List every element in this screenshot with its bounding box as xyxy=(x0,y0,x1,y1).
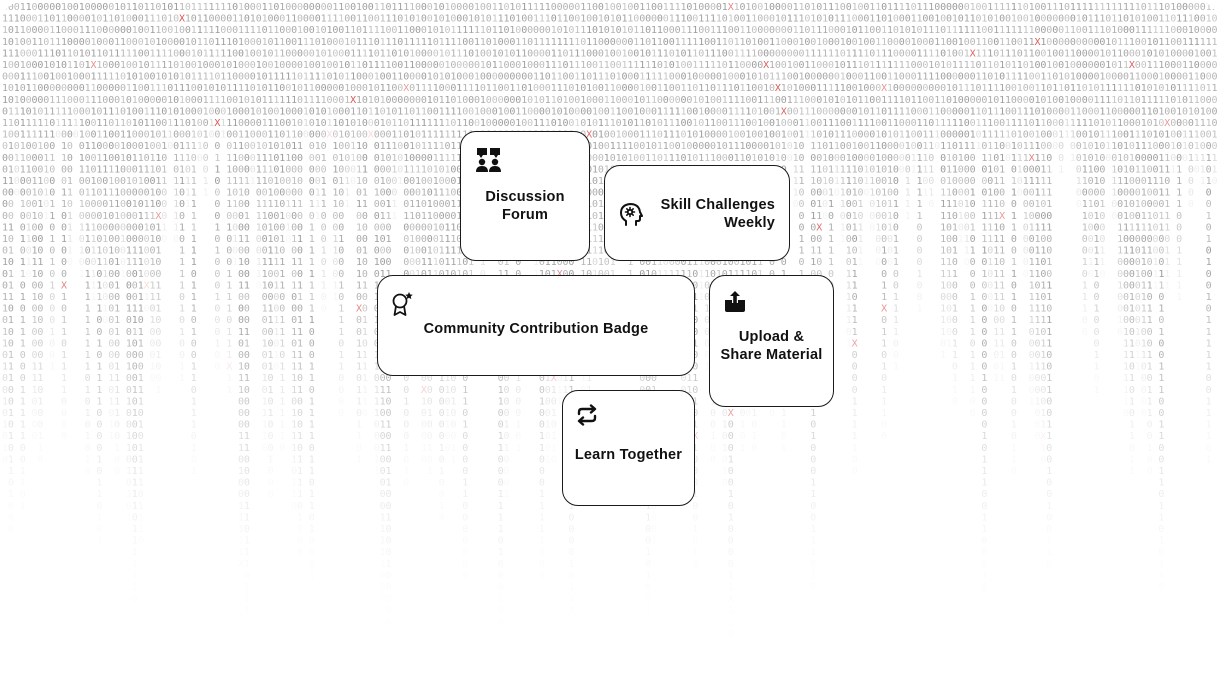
learn-together-card[interactable]: Learn Together xyxy=(562,390,695,506)
discussion-users-icon xyxy=(476,148,501,172)
upload-share-label: Upload & Share Material xyxy=(710,328,833,364)
learn-together-label: Learn Together xyxy=(563,446,694,464)
community-badge-card[interactable]: Community Contribution Badge xyxy=(377,275,695,376)
upload-share-icon xyxy=(725,291,745,312)
upload-share-card[interactable]: Upload & Share Material xyxy=(709,275,834,407)
badge-star-icon xyxy=(392,292,413,316)
repeat-arrows-icon xyxy=(577,404,597,426)
skill-challenges-label: Skill Challenges Weekly xyxy=(635,196,775,232)
discussion-forum-label: Discussion Forum xyxy=(461,188,589,224)
community-badge-label: Community Contribution Badge xyxy=(378,320,694,338)
brain-gear-icon xyxy=(620,203,643,226)
skill-challenges-card[interactable]: Skill Challenges Weekly xyxy=(604,165,790,261)
discussion-forum-card[interactable]: Discussion Forum xyxy=(460,131,590,261)
